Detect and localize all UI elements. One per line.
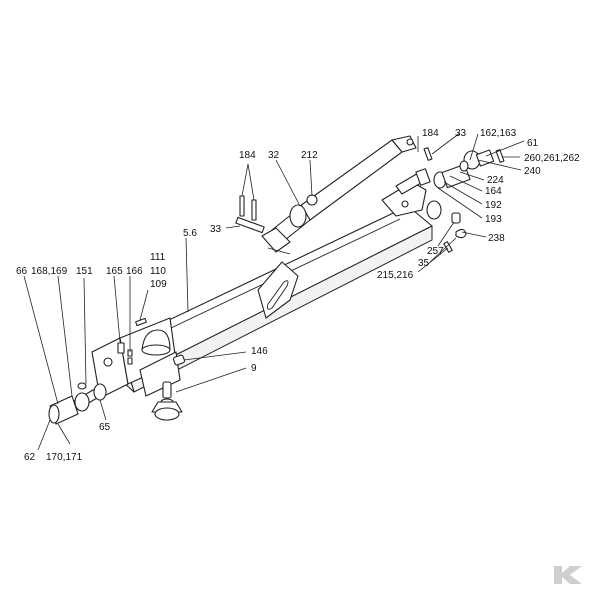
callout-110: 110 (150, 266, 166, 277)
callout-184-top: 184 (422, 128, 439, 139)
callout-238: 238 (488, 233, 505, 244)
callout-33-top: 33 (455, 128, 467, 139)
callout-212: 212 (301, 150, 318, 161)
callout-62: 62 (24, 452, 36, 463)
callout-193: 193 (485, 214, 502, 225)
dome-cap (141, 329, 171, 356)
callout-215-216: 215,216 (377, 270, 414, 281)
callout-257: 257 (427, 246, 444, 257)
callout-168-169: 168,169 (31, 266, 68, 277)
callout-166: 166 (126, 266, 143, 277)
callout-111: 111 (150, 252, 166, 263)
small-fasteners (235, 147, 505, 253)
front-drive-shaft (48, 382, 107, 425)
callout-162-163: 162,163 (480, 128, 517, 139)
kramp-k-logo (554, 566, 582, 584)
hydraulic-cylinder (261, 135, 417, 255)
callout-33-left: 33 (210, 224, 222, 235)
callout-66: 66 (16, 266, 28, 277)
callout-165: 165 (106, 266, 123, 277)
callout-240: 240 (524, 166, 541, 177)
support-foot (151, 381, 183, 421)
rear-hitch-bracket (381, 171, 442, 220)
callout-192: 192 (485, 200, 502, 211)
gusset-plate (257, 261, 299, 319)
callout-260-261-262: 260,261,262 (524, 153, 580, 164)
callout-5-6: 5.6 (183, 228, 197, 239)
callout-170-171: 170,171 (46, 452, 83, 463)
callout-65: 65 (99, 422, 111, 433)
callout-32: 32 (268, 150, 280, 161)
callout-151: 151 (76, 266, 93, 277)
callout-9: 9 (251, 363, 257, 374)
spring-pins (117, 317, 186, 366)
callout-146: 146 (251, 346, 268, 357)
callout-109: 109 (150, 279, 167, 290)
callout-184-left: 184 (239, 150, 256, 161)
callout-224: 224 (487, 175, 504, 186)
callout-61: 61 (527, 138, 539, 149)
leader-lines (23, 132, 525, 451)
callout-164: 164 (485, 186, 502, 197)
callout-labels: 184 33 162,163 61 260,261,262 240 224 16… (16, 128, 580, 463)
callout-35: 35 (418, 258, 430, 269)
